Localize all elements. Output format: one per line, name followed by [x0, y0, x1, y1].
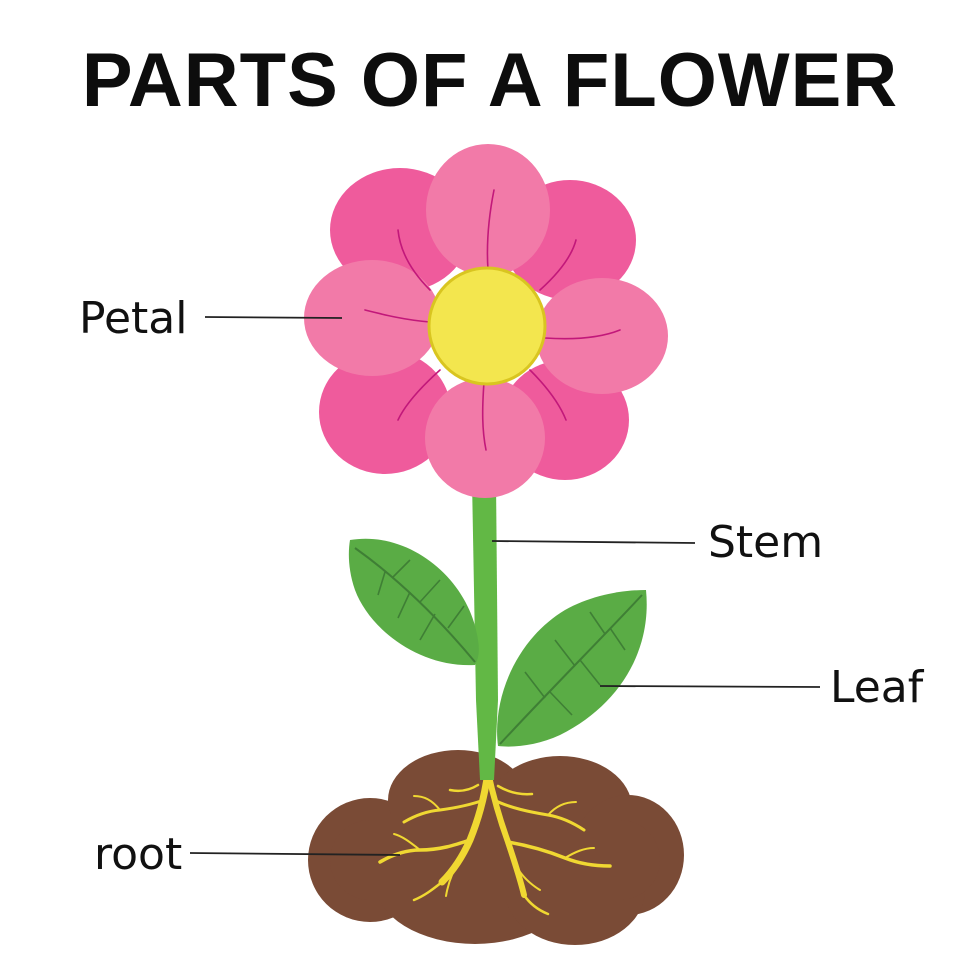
flower-head	[304, 144, 668, 498]
petal-leader-line	[204, 316, 343, 319]
root-leader-line	[189, 852, 401, 856]
stem	[472, 480, 498, 780]
label-root: root	[94, 829, 182, 880]
leaf-left	[348, 538, 479, 666]
label-petal: Petal	[79, 293, 187, 344]
label-stem: Stem	[708, 517, 823, 568]
leaf-right	[497, 590, 647, 747]
page-title: PARTS OF A FLOWER	[81, 38, 899, 123]
label-leaf: Leaf	[830, 662, 925, 713]
stem-leader-line	[491, 540, 696, 544]
leaf-leader-line	[599, 685, 821, 688]
roots	[378, 768, 612, 916]
soil	[308, 750, 684, 945]
flower-center	[427, 266, 547, 386]
